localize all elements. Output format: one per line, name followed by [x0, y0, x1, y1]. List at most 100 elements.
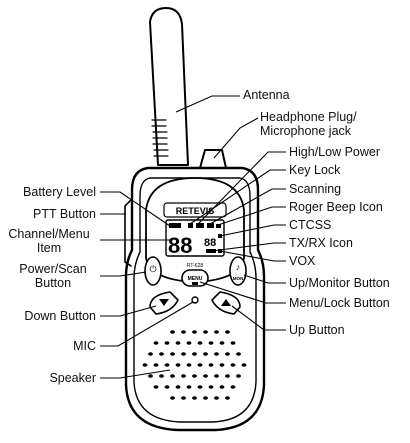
leader-mic: [100, 301, 194, 347]
speaker-hole: [153, 363, 159, 367]
speaker-hole: [170, 352, 175, 356]
lcd-sub-digits: 88: [204, 237, 216, 249]
label-menu-lock: Menu/Lock Button: [289, 296, 390, 310]
speaker-hole: [142, 363, 148, 367]
label-channel-menu: Channel/Menu Item: [2, 227, 96, 255]
speaker-hole: [197, 341, 203, 345]
speaker-hole: [197, 363, 203, 367]
speaker-hole: [236, 352, 241, 356]
antenna-shape: [149, 7, 189, 166]
speaker-hole: [203, 352, 208, 356]
label-speaker: Speaker: [49, 371, 96, 385]
speaker-hole: [225, 352, 230, 356]
speaker-hole: [219, 363, 225, 367]
speaker-hole: [225, 374, 230, 378]
label-vox: VOX: [289, 254, 316, 268]
leader-up-button: [231, 305, 286, 331]
speaker-hole: [175, 385, 181, 389]
speaker-hole: [181, 352, 186, 356]
label-antenna: Antenna: [243, 88, 290, 102]
lock-icon: [192, 282, 198, 285]
label-mic: MIC: [73, 339, 96, 353]
speaker-hole: [175, 363, 181, 367]
speaker-hole: [186, 385, 192, 389]
speaker-hole: [159, 374, 164, 378]
speaker-hole: [219, 385, 225, 389]
label-ptt-button: PTT Button: [33, 207, 96, 221]
leader-down: [100, 305, 157, 317]
speaker-hole: [230, 363, 236, 367]
lcd-channel-digits: 88: [168, 233, 192, 258]
label-down-button: Down Button: [24, 309, 96, 323]
brand-text: RETEVIS: [176, 206, 215, 216]
speaker-hole: [159, 352, 164, 356]
leader-roger: [217, 206, 286, 226]
model-text: RT-628: [187, 263, 204, 269]
power-scan-key: [144, 256, 162, 286]
roger-beep-icon: [216, 224, 221, 228]
leader-speaker: [100, 369, 171, 379]
speaker-hole: [148, 374, 153, 378]
headphone-jack-shape: [199, 149, 227, 169]
speaker-hole: [164, 363, 170, 367]
up-monitor-key: [229, 256, 247, 286]
power-icon: ⏻: [149, 264, 156, 274]
leader-txrx: [211, 242, 286, 252]
battery-level-icon: [169, 223, 181, 228]
leader-ctcss: [219, 224, 286, 237]
label-tx-rx: TX/RX Icon: [289, 236, 353, 250]
speaker-hole: [219, 341, 225, 345]
speaker-hole: [236, 374, 241, 378]
speaker-hole: [192, 396, 197, 400]
label-ctcss: CTCSS: [289, 218, 332, 232]
tx-rx-icon: [206, 249, 216, 253]
speaker-hole: [208, 385, 214, 389]
mic-hole: [191, 296, 199, 304]
speaker-hole: [214, 396, 219, 400]
speaker-hole: [164, 341, 170, 345]
speaker-hole: [148, 352, 153, 356]
speaker-hole: [225, 330, 230, 334]
speaker-hole: [186, 341, 192, 345]
menu-key-text: MENU: [188, 276, 203, 282]
speaker-hole: [153, 341, 159, 345]
speaker-hole: [225, 396, 230, 400]
speaker-hole: [192, 330, 197, 334]
up-arrow-icon: [221, 299, 231, 306]
speaker-hole: [181, 374, 186, 378]
speaker-hole: [214, 330, 219, 334]
speaker-hole: [192, 374, 197, 378]
label-power-scan-text: Power/Scan Button: [19, 262, 87, 290]
label-headphone-plug-text: Headphone Plug/ Microphone jack: [260, 110, 357, 138]
leader-vox: [219, 250, 286, 262]
speaker-hole: [208, 341, 214, 345]
speaker-hole: [203, 374, 208, 378]
leader-high-low: [197, 151, 286, 225]
speaker-hole: [230, 341, 236, 345]
speaker-hole: [175, 341, 181, 345]
speaker-hole: [197, 385, 203, 389]
speaker-hole: [208, 363, 214, 367]
label-headphone-plug: Headphone Plug/ Microphone jack: [260, 110, 357, 138]
label-high-low-power: High/Low Power: [289, 145, 381, 159]
brand-plate: [163, 202, 227, 218]
scanning-icon: [207, 223, 214, 228]
speaker-hole: [230, 385, 236, 389]
leader-power-scan: [100, 271, 147, 277]
label-battery-level: Battery Level: [23, 185, 96, 199]
label-scanning: Scanning: [289, 182, 342, 196]
speaker-hole: [170, 330, 175, 334]
speaker-hole: [170, 374, 175, 378]
speaker-hole: [192, 352, 197, 356]
leader-key-lock: [189, 169, 286, 225]
label-key-lock: Key Lock: [289, 163, 341, 177]
speaker-hole: [241, 363, 247, 367]
speaker-hole: [164, 385, 170, 389]
label-roger-beep: Roger Beep Icon: [289, 200, 383, 214]
speaker-grille: [142, 330, 247, 400]
leader-menu-lock: [199, 281, 286, 304]
ptt-side-shape: [124, 199, 132, 267]
label-up-monitor: Up/Monitor Button: [289, 276, 390, 290]
